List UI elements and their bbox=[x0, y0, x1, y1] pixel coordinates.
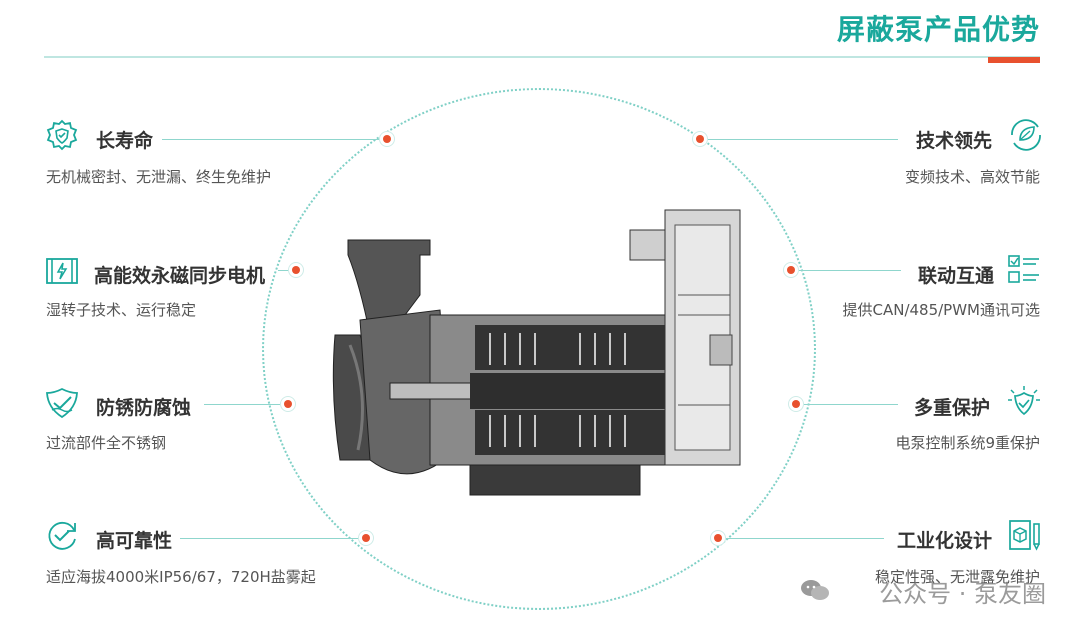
connector-line bbox=[204, 404, 280, 405]
connector-dot bbox=[710, 530, 726, 546]
shield-check-icon bbox=[44, 386, 80, 420]
feature-title-reliability: 高可靠性 bbox=[96, 530, 173, 552]
connector-dot bbox=[692, 131, 708, 147]
battery-bolt-icon bbox=[44, 254, 80, 288]
gear-shield-icon bbox=[44, 118, 80, 152]
feature-title-industrial-design: 工业化设计 bbox=[896, 530, 992, 552]
feature-title-tech-lead: 技术领先 bbox=[915, 130, 992, 152]
connector-line bbox=[162, 139, 380, 140]
feature-desc-anti-corrosion: 过流部件全不锈钢 bbox=[46, 434, 167, 452]
connector-line bbox=[799, 270, 901, 271]
connector-dot bbox=[783, 262, 799, 278]
feature-desc-tech-lead: 变频技术、高效节能 bbox=[904, 168, 1040, 186]
connector-line bbox=[804, 404, 898, 405]
feature-desc-pm-motor: 湿转子技术、运行稳定 bbox=[46, 301, 197, 319]
connector-dot bbox=[280, 396, 296, 412]
connector-line bbox=[726, 538, 884, 539]
refresh-check-icon bbox=[44, 518, 80, 552]
feature-desc-reliability: 适应海拔4000米IP56/67，720H盐雾起 bbox=[46, 568, 316, 586]
leaf-cycle-icon bbox=[1008, 118, 1044, 152]
connector-dot bbox=[358, 530, 374, 546]
shield-sparkle-icon bbox=[1006, 384, 1042, 418]
dotted-circle bbox=[262, 88, 816, 610]
cube-pen-icon bbox=[1006, 518, 1042, 552]
feature-title-long-life: 长寿命 bbox=[96, 130, 154, 152]
feature-desc-long-life: 无机械密封、无泄漏、终生免维护 bbox=[46, 168, 272, 186]
feature-title-pm-motor: 高能效永磁同步电机 bbox=[94, 265, 266, 287]
connector-dot bbox=[379, 131, 395, 147]
header-divider bbox=[44, 56, 1040, 58]
feature-title-protection: 多重保护 bbox=[913, 397, 990, 419]
connector-line bbox=[278, 270, 290, 271]
header-accent-bar bbox=[988, 57, 1040, 63]
connector-dot bbox=[288, 262, 304, 278]
feature-desc-industrial-design: 稳定性强、无泄露免维护 bbox=[874, 568, 1040, 586]
feature-desc-interconnect: 提供CAN/485/PWM通讯可选 bbox=[842, 301, 1040, 319]
connector-line bbox=[180, 538, 360, 539]
feature-title-interconnect: 联动互通 bbox=[917, 265, 994, 287]
watermark-text: 公众号 · 泵友圈 bbox=[879, 580, 1046, 608]
connector-dot bbox=[788, 396, 804, 412]
page-title: 屏蔽泵产品优势 bbox=[836, 13, 1040, 46]
feature-desc-protection: 电泵控制系统9重保护 bbox=[895, 434, 1040, 452]
feature-title-anti-corrosion: 防锈防腐蚀 bbox=[96, 397, 192, 419]
checklist-icon bbox=[1006, 252, 1042, 286]
connector-line bbox=[708, 139, 898, 140]
pump-illustration bbox=[332, 209, 741, 496]
wechat-icon bbox=[800, 578, 830, 602]
